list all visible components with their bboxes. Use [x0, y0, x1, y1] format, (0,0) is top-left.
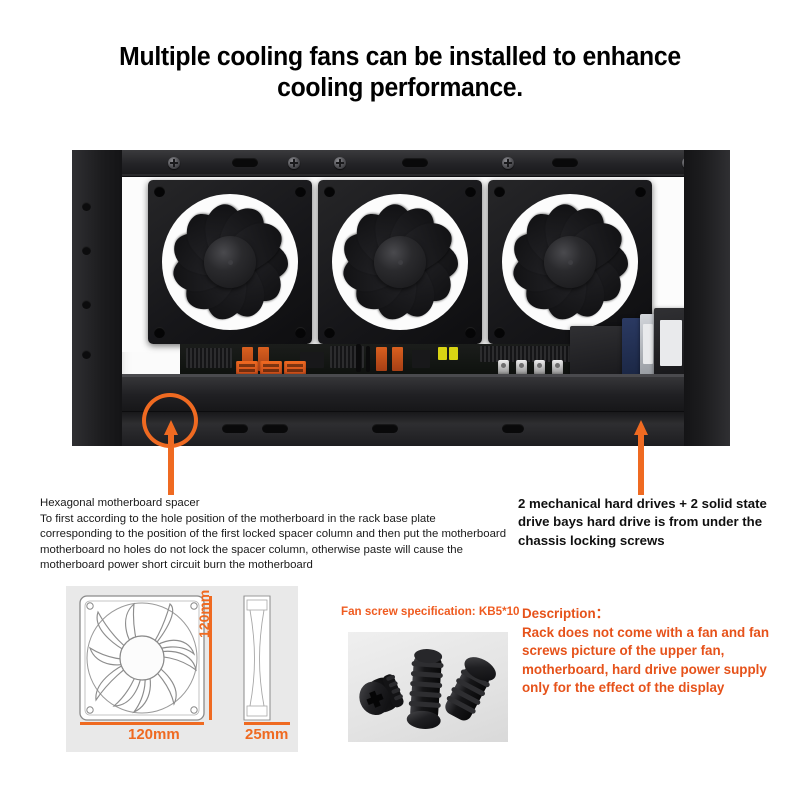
- fan-depth-label: 25mm: [245, 726, 289, 743]
- callout-text-right: 2 mechanical hard drives + 2 solid state…: [518, 495, 786, 550]
- callout-arrow-right: [634, 420, 648, 495]
- dimension-line-height: [209, 596, 212, 720]
- fan-width-label: 120mm: [128, 726, 180, 743]
- fan-hub-1: [204, 236, 256, 288]
- rack-base-plate-edge: [122, 374, 694, 377]
- callout-arrow-left: [164, 420, 178, 495]
- callout-text-left: Hexagonal motherboard spacer To first ac…: [40, 496, 510, 574]
- callout-left-body: To first according to the hole position …: [40, 512, 507, 572]
- page-title-line-2: cooling performance.: [277, 74, 523, 102]
- fan-height-label: 120mm: [196, 589, 212, 638]
- description-title: Description：: [522, 606, 610, 621]
- rack-top-rail: [72, 150, 730, 177]
- fan-screw-spec-label: Fan screw specification: KB5*10: [341, 605, 520, 618]
- dimension-line-depth: [244, 722, 290, 725]
- fan-screws-illustration: [359, 649, 496, 729]
- product-photo-scene: [70, 148, 732, 448]
- rack-right-post: [684, 150, 730, 446]
- callout-right-body: 2 mechanical hard drives + 2 solid state…: [518, 496, 767, 548]
- cooling-fan-1: [148, 180, 312, 344]
- fan-hub-2: [374, 236, 426, 288]
- callout-left-title: Hexagonal motherboard spacer: [40, 497, 200, 509]
- page-title-line-1: Multiple cooling fans can be installed t…: [119, 43, 681, 71]
- fan-hub-3: [544, 236, 596, 288]
- page-title: Multiple cooling fans can be installed t…: [51, 42, 749, 104]
- description-body: Rack does not come with a fan and fan sc…: [522, 624, 770, 696]
- product-photo: [70, 148, 732, 448]
- rack-left-post: [72, 150, 122, 446]
- dimension-line-width: [80, 722, 204, 725]
- cooling-fan-3: [488, 180, 652, 344]
- rack-base-plate: [122, 376, 694, 414]
- fan-line-drawing: [79, 595, 271, 721]
- cooling-fan-2: [318, 180, 482, 344]
- fan-screws-photo: [348, 632, 508, 742]
- description-block: Description： Rack does not come with a f…: [522, 605, 784, 698]
